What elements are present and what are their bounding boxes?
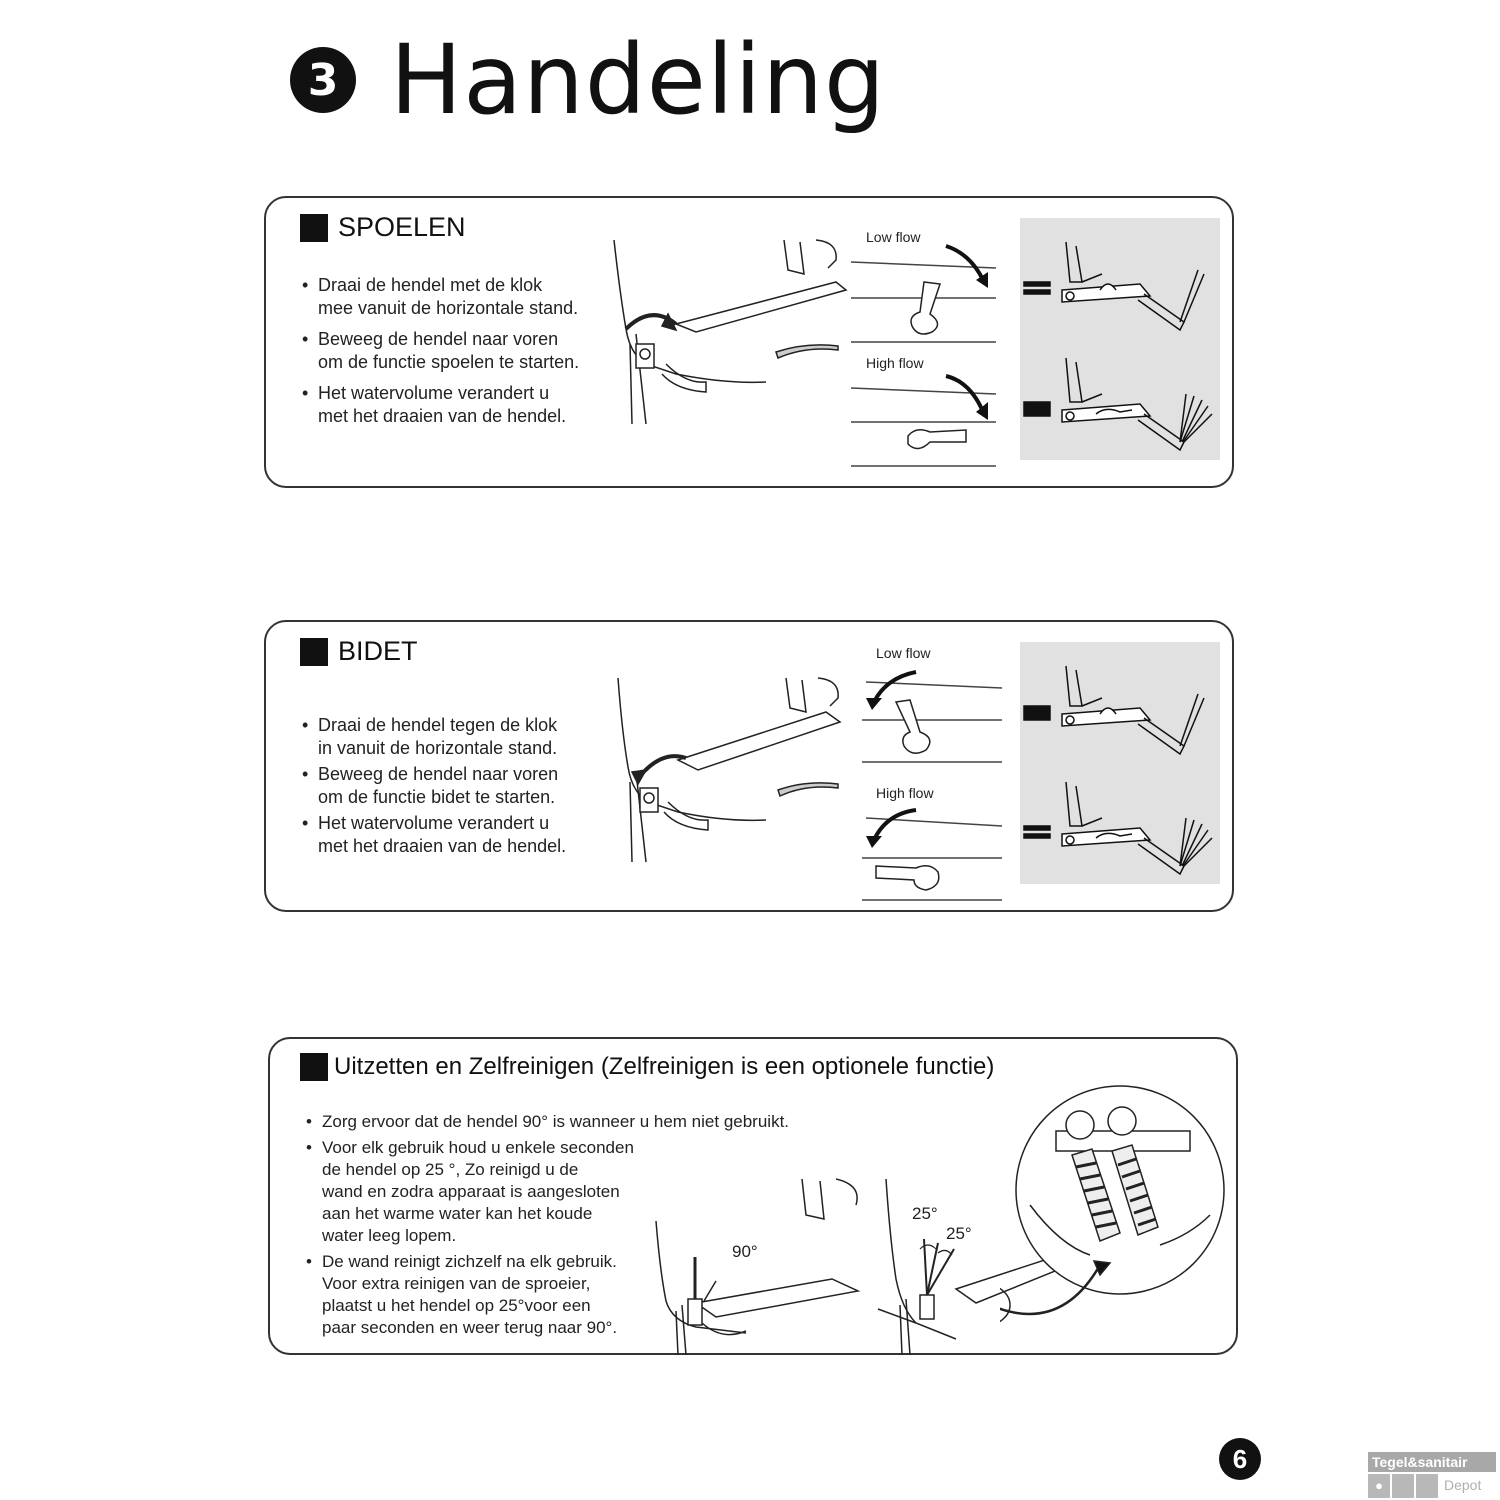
page-title-text: Handeling — [390, 24, 886, 136]
page-number-badge: 6 — [1219, 1438, 1261, 1480]
spoelen-toilet-illustration — [613, 239, 848, 425]
spoelen-heading: SPOELEN — [300, 212, 466, 243]
bidet-nozzle-diagrams — [1023, 665, 1213, 876]
bidet-flow-diagrams: Low flow High flow — [862, 645, 1003, 901]
uitzetten-title: Uitzetten en Zelfreinigen (Zelfreinigen … — [334, 1053, 995, 1080]
logo-tile-icon — [1416, 1474, 1438, 1498]
spoelen-nozzle-panel — [1020, 218, 1220, 460]
nozzle-magnifier-illustration — [1000, 1085, 1225, 1323]
angle-25-first-label: 25° — [912, 1204, 938, 1223]
angle-90-label: 90° — [732, 1242, 758, 1261]
uitzetten-step-2: Voor elk gebruik houd u enkele seconden … — [306, 1137, 666, 1247]
spoelen-low-flow-label: Low flow — [866, 229, 921, 245]
spoelen-high-flow-label: High flow — [866, 355, 924, 371]
angle-25-second-label: 25° — [946, 1224, 972, 1243]
uitzetten-step-3: De wand reinigt zichzelf na elk gebruik.… — [306, 1251, 666, 1339]
uitzetten-instructions: Zorg ervoor dat de hendel 90° is wanneer… — [306, 1111, 866, 1347]
heading-square-icon — [300, 1053, 328, 1081]
lever-90-degree-illustration: 90° — [655, 1178, 861, 1355]
tegel-sanitair-depot-logo: Tegel&sanitair ● Depot — [1368, 1452, 1496, 1498]
spoelen-nozzle-diagrams — [1023, 241, 1213, 452]
section-number-badge: 3 — [290, 47, 356, 113]
page-title: 3 Handeling — [290, 20, 886, 140]
bidet-low-flow-label: Low flow — [876, 645, 931, 661]
lever-25-degree-illustration: 25° 25° — [877, 1179, 1061, 1355]
logo-tile-icon — [1392, 1474, 1414, 1498]
bidet-toilet-illustration — [617, 677, 842, 863]
bidet-heading: BIDET — [300, 636, 418, 667]
uitzetten-heading: Uitzetten en Zelfreinigen (Zelfreinigen … — [300, 1053, 994, 1081]
heading-square-icon — [300, 213, 328, 242]
spoelen-flow-diagrams: Low flow High flow — [850, 229, 997, 467]
bidet-high-flow-label: High flow — [876, 785, 934, 801]
spoelen-title: SPOELEN — [338, 212, 466, 242]
bidet-nozzle-panel — [1020, 642, 1220, 884]
bidet-title: BIDET — [338, 636, 418, 666]
heading-square-icon — [300, 637, 328, 666]
uitzetten-panel: Uitzetten en Zelfreinigen (Zelfreinigen … — [268, 1037, 1238, 1355]
drop-icon: ● — [1368, 1474, 1390, 1498]
uitzetten-step-1: Zorg ervoor dat de hendel 90° is wanneer… — [306, 1111, 866, 1133]
